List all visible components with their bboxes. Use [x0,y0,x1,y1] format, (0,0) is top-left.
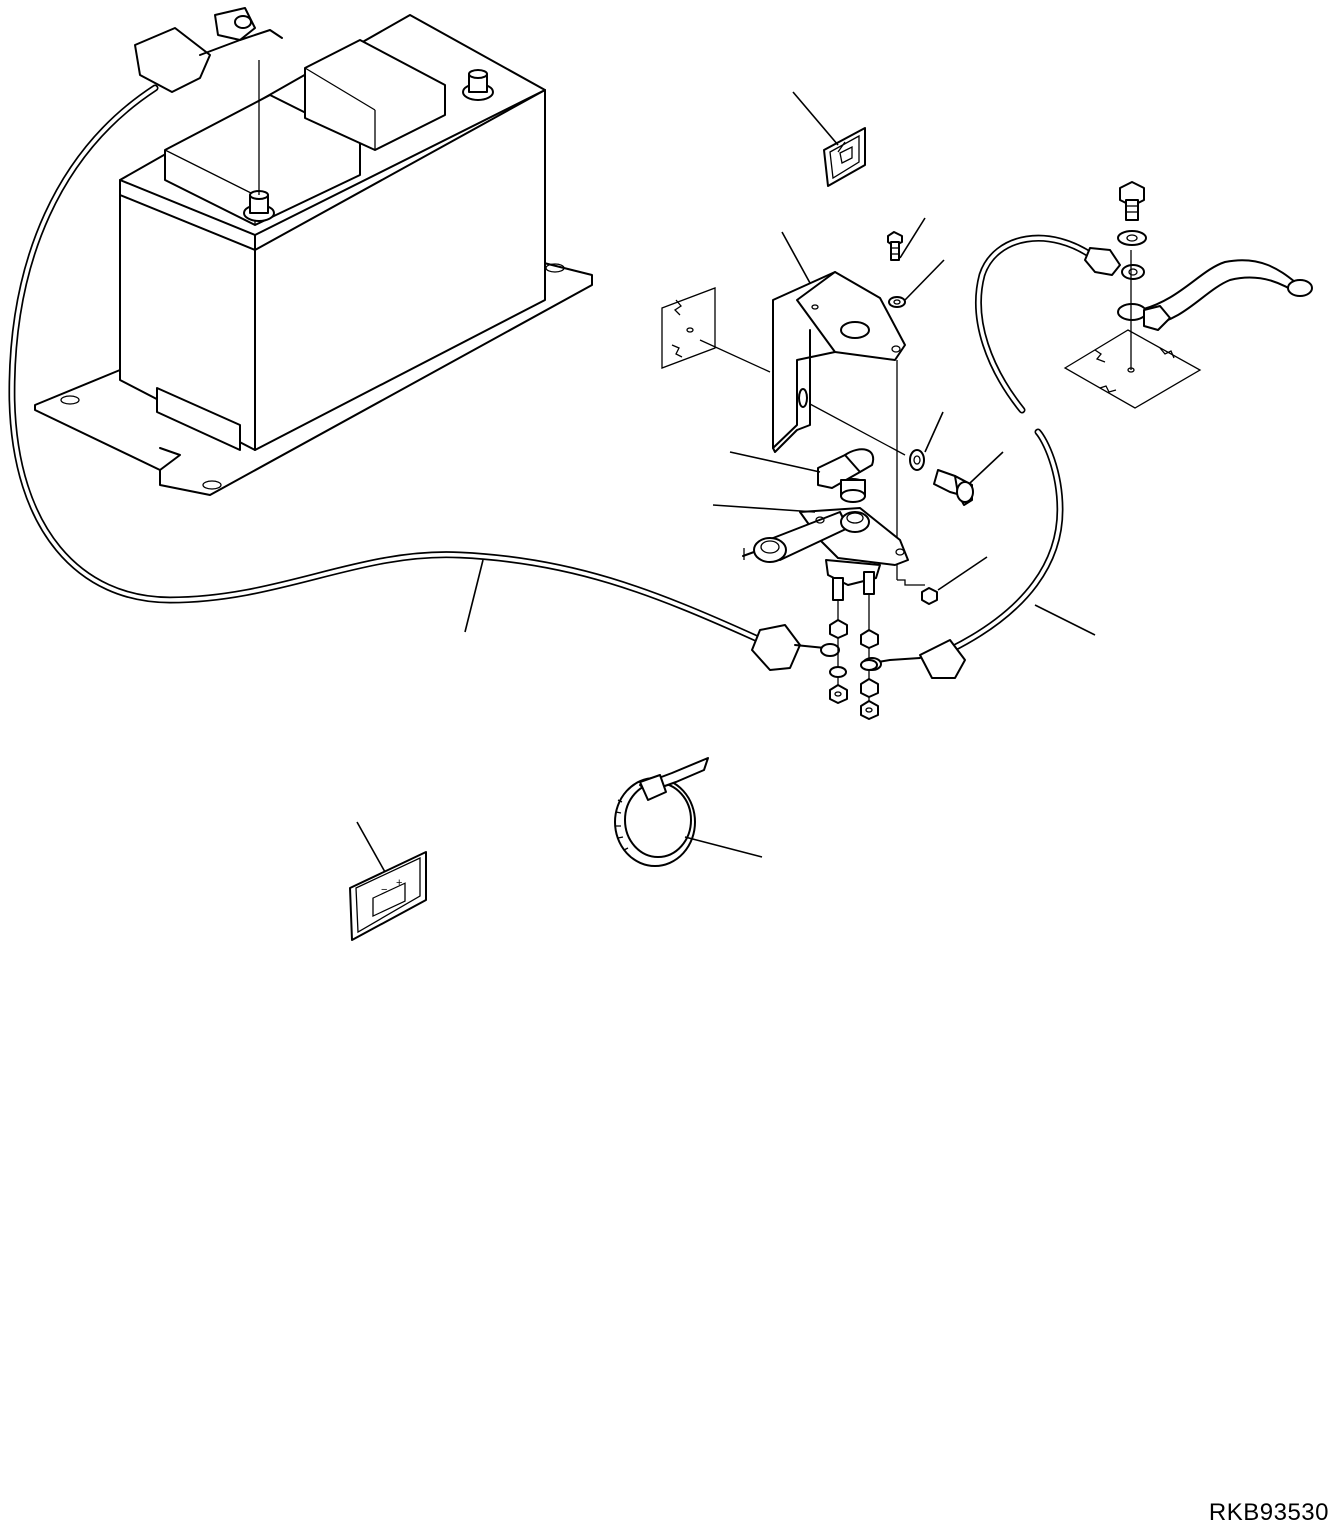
svg-text:+: + [396,877,402,889]
side-bolt [933,469,974,506]
bracket-washer [888,296,906,308]
bracket-screw [887,231,903,261]
battery [34,14,593,496]
battery-terminal-negative [243,190,275,222]
frame-ground-surface [1063,329,1202,409]
svg-text:−: − [381,884,387,896]
cable-tie [614,757,709,867]
leader-lines [356,91,1096,873]
battery-symbol-label-icon: − + [349,851,427,941]
side-washer [909,449,925,471]
disconnect-key [817,448,875,503]
switch-bracket [699,271,906,453]
mounting-surface [661,287,716,369]
bracket-nut [921,587,938,605]
battery-cable-positive [8,7,840,671]
terminal-nuts-and-washers [829,619,879,720]
key-switch-label-icon [823,127,866,187]
drawing-code: RKB93530 [1208,1499,1329,1526]
ground-strap [1117,259,1313,331]
ground-bolt [1117,181,1147,370]
battery-disconnect-switch [742,507,909,601]
battery-terminal-positive [462,69,494,101]
